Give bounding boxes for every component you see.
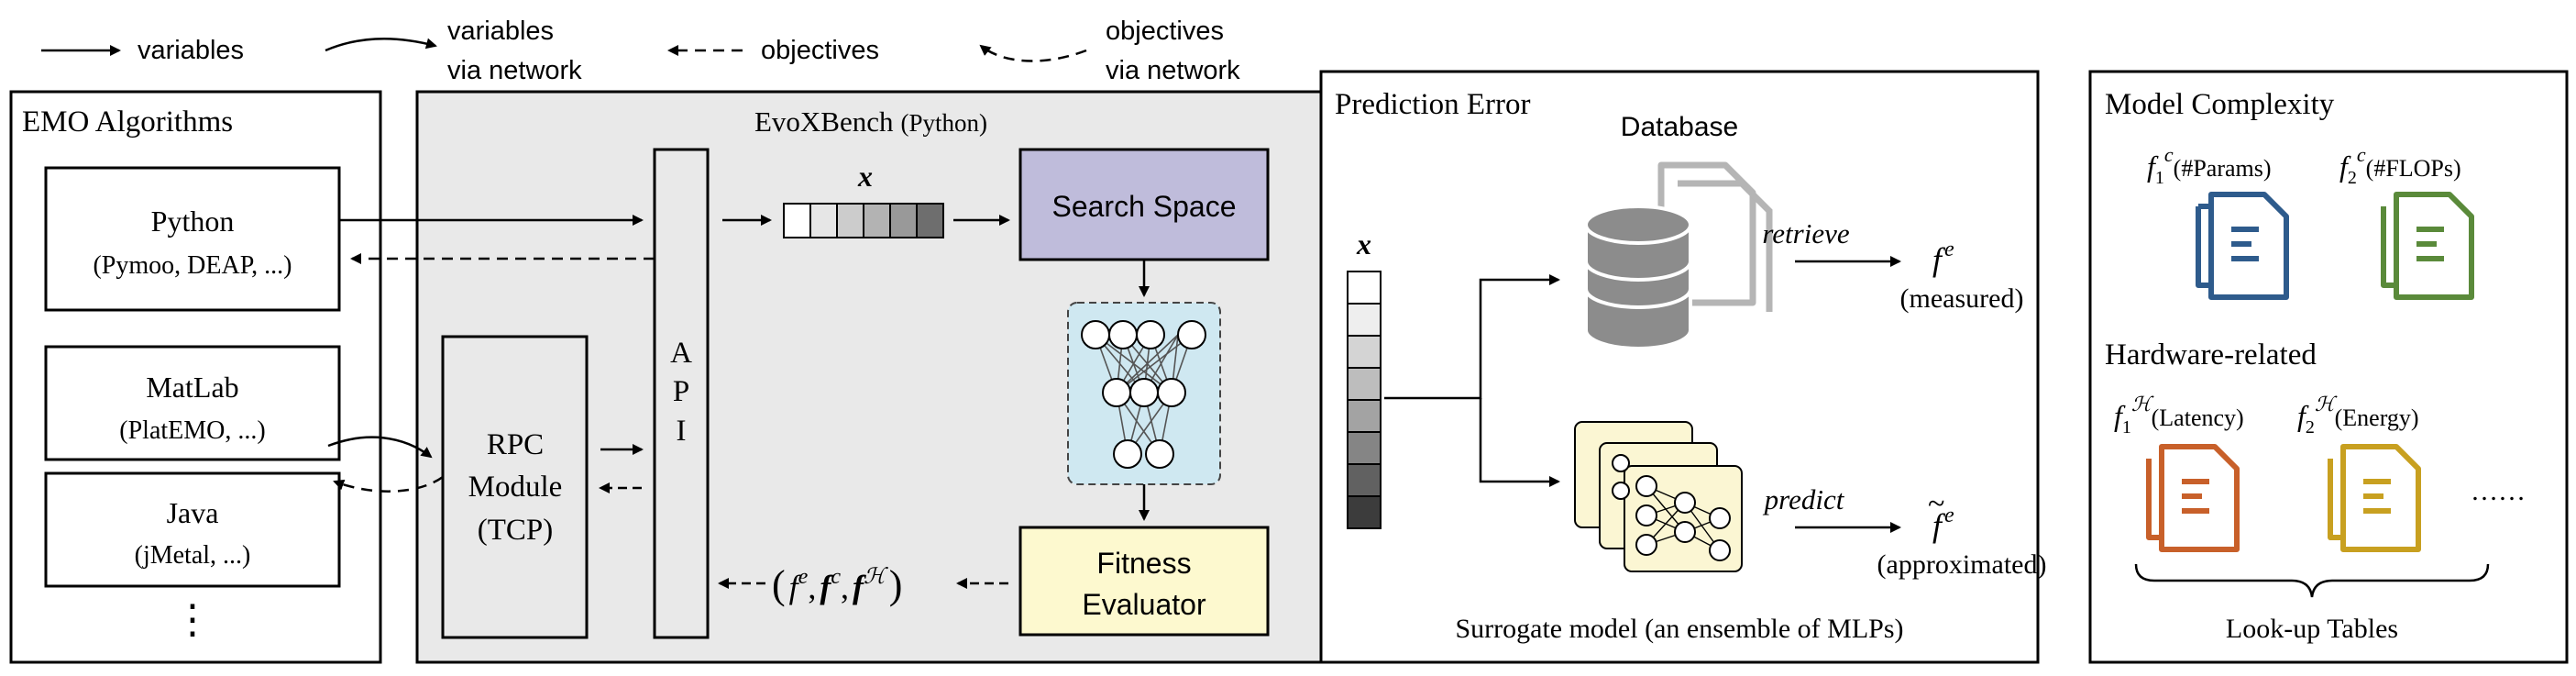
model-complexity-panel: Model Complexity f1c(#Params) f2c(#FLOPs… [2088,70,2569,664]
lookup-table-icon-energy [2328,444,2421,552]
retrieve-label: retrieve [1762,217,1849,249]
evoxbench-panel: EvoXBench(Python) A P I RPC Module (TCP)… [415,90,1327,664]
more-tables-ellipsis: …… [2471,476,2526,506]
python-libs: (Pymoo, DEAP, ...) [93,251,292,280]
x-vector [783,203,944,238]
java-libs: (jMetal, ...) [135,541,251,570]
predict-label: predict [1763,483,1845,515]
legend: variables variables via network objectiv… [41,17,1240,85]
legend-variables-label: variables [138,36,244,65]
legend-variables-network-label-1: variables [447,17,554,46]
model-complexity-title: Model Complexity [2105,88,2335,121]
python-box [44,166,341,312]
lookup-tables-label: Look-up Tables [2226,614,2398,644]
legend-variables-network-label-2: via network [447,56,582,85]
connectors [327,215,1150,589]
search-space-box [1018,148,1270,261]
matlab-box [44,345,341,461]
lookup-table-icon-latency [2146,444,2240,552]
search-space-label: Search Space [1051,190,1236,223]
matlab-name: MatLab [146,371,238,404]
pred-x-vector [1347,271,1382,529]
database-label: Database [1621,112,1738,142]
java-box [44,471,341,588]
legend-variables-network-arrow [325,37,437,52]
surrogate-caption: Surrogate model (an ensemble of MLPs) [1455,614,1903,644]
fitness-label-2: Evaluator [1082,588,1206,621]
lookup-brace [2134,563,2490,598]
lookup-table-icon-flops [2381,192,2474,300]
lookup-table-icon-params [2196,192,2289,300]
prediction-error-title: Prediction Error [1335,88,1531,121]
emo-panel-title: EMO Algorithms [22,105,233,139]
f1c-symbol: f1c(#Params) [2147,143,2272,188]
prediction-error-panel: Prediction Error x Database [1319,70,2047,664]
f2c-symbol: f2c(#FLOPs) [2339,143,2461,188]
api-letter-i: I [677,415,687,448]
legend-objectives-network-label-2: via network [1106,56,1240,85]
x-vector-label: x [857,160,873,193]
api-box [653,148,710,639]
fitness-evaluator-box [1018,526,1270,637]
fe-approx-tilde: ~ [1928,487,1944,521]
java-name: Java [167,496,219,529]
legend-objectives-network-label-1: objectives [1106,17,1224,46]
mlp-ensemble-icon [1574,421,1743,572]
python-name: Python [151,205,235,238]
legend-objectives-label: objectives [761,36,879,65]
rpc-label-1: RPC [487,428,544,461]
fitness-label-1: Fitness [1096,547,1191,580]
hardware-related-title: Hardware-related [2105,338,2317,371]
api-letter-a: A [670,337,692,370]
evoxbench-title: EvoXBench(Python) [754,105,987,138]
rpc-label-3: (TCP) [478,514,554,547]
pred-x-label: x [1356,227,1371,260]
matlab-libs: (PlatEMO, ...) [119,416,265,445]
measured-label: (measured) [1900,283,2024,314]
f1h-symbol: f1ℋ(Latency) [2114,393,2244,438]
approximated-label: (approximated) [1877,549,2047,580]
more-algorithms-ellipsis: ⋮ [172,597,213,642]
api-letter-p: P [673,375,689,408]
legend-objectives-network-arrow [979,44,1087,62]
model-complexity-frame [2088,70,2569,664]
objective-tuple: (fe,fc,fℋ) [772,562,902,607]
rpc-module-box [441,335,589,639]
emo-panel: EMO Algorithms Python (Pymoo, DEAP, ...)… [9,90,382,664]
neural-network-icon [1067,302,1221,485]
rpc-label-2: Module [468,471,563,504]
database-icon [1584,161,1773,350]
